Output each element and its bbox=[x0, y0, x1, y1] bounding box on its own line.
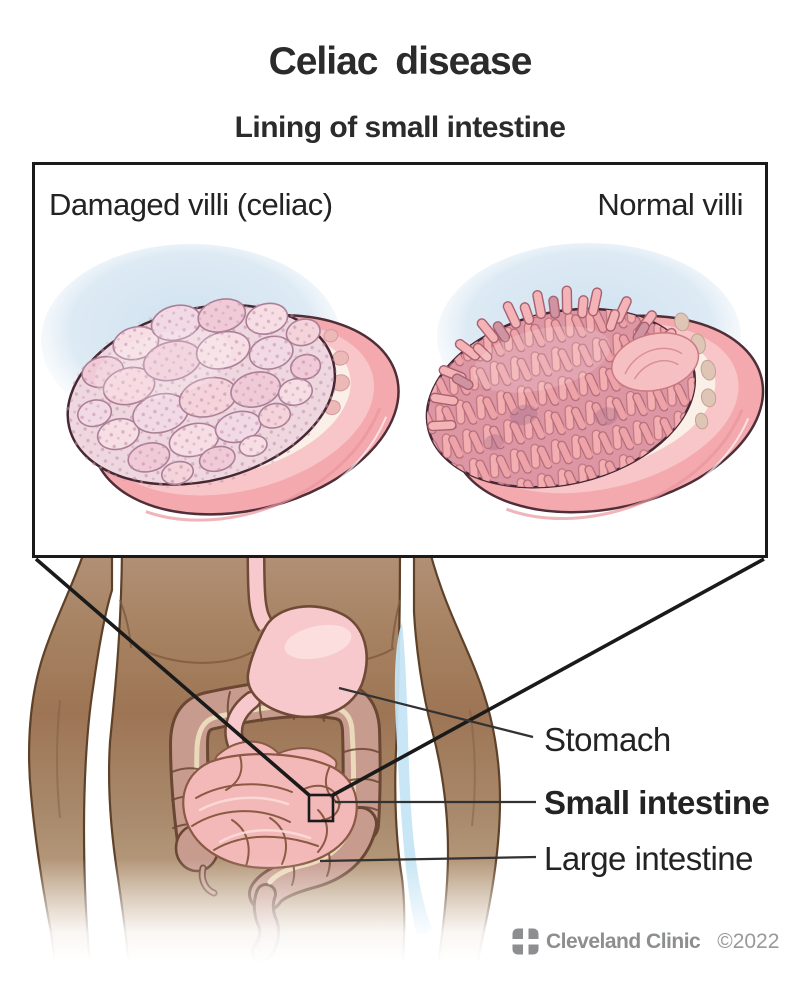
swirl-patch bbox=[611, 332, 700, 392]
damaged-intestine-slab bbox=[63, 298, 400, 528]
damaged-villi-label: Damaged villi (celiac) bbox=[49, 187, 333, 222]
villi-comparison-panel: Damaged villi (celiac) Normal villi bbox=[32, 162, 768, 558]
subtitle: Lining of small intestine bbox=[234, 111, 566, 144]
brand-name: Cleveland Clinic bbox=[546, 929, 701, 953]
cleveland-clinic-logo-icon bbox=[512, 928, 539, 955]
small-intestine-label: Small intestine bbox=[544, 784, 770, 821]
damaged-villi-illustration bbox=[41, 244, 400, 528]
normal-villi-illustration bbox=[425, 243, 765, 527]
bottom-fade bbox=[0, 858, 800, 987]
stomach-label: Stomach bbox=[544, 721, 671, 758]
page-title: Celiac disease bbox=[268, 40, 533, 83]
footer-branding: Cleveland Clinic ©2022 bbox=[512, 928, 779, 955]
copyright-text: ©2022 bbox=[717, 929, 780, 953]
normal-villi-label: Normal villi bbox=[597, 187, 743, 222]
large-intestine-label: Large intestine bbox=[544, 840, 753, 877]
normal-intestine-slab bbox=[425, 285, 765, 527]
villi-shadows bbox=[484, 404, 618, 451]
small-intestine-shape bbox=[182, 740, 358, 870]
fringe-villi bbox=[427, 285, 692, 432]
